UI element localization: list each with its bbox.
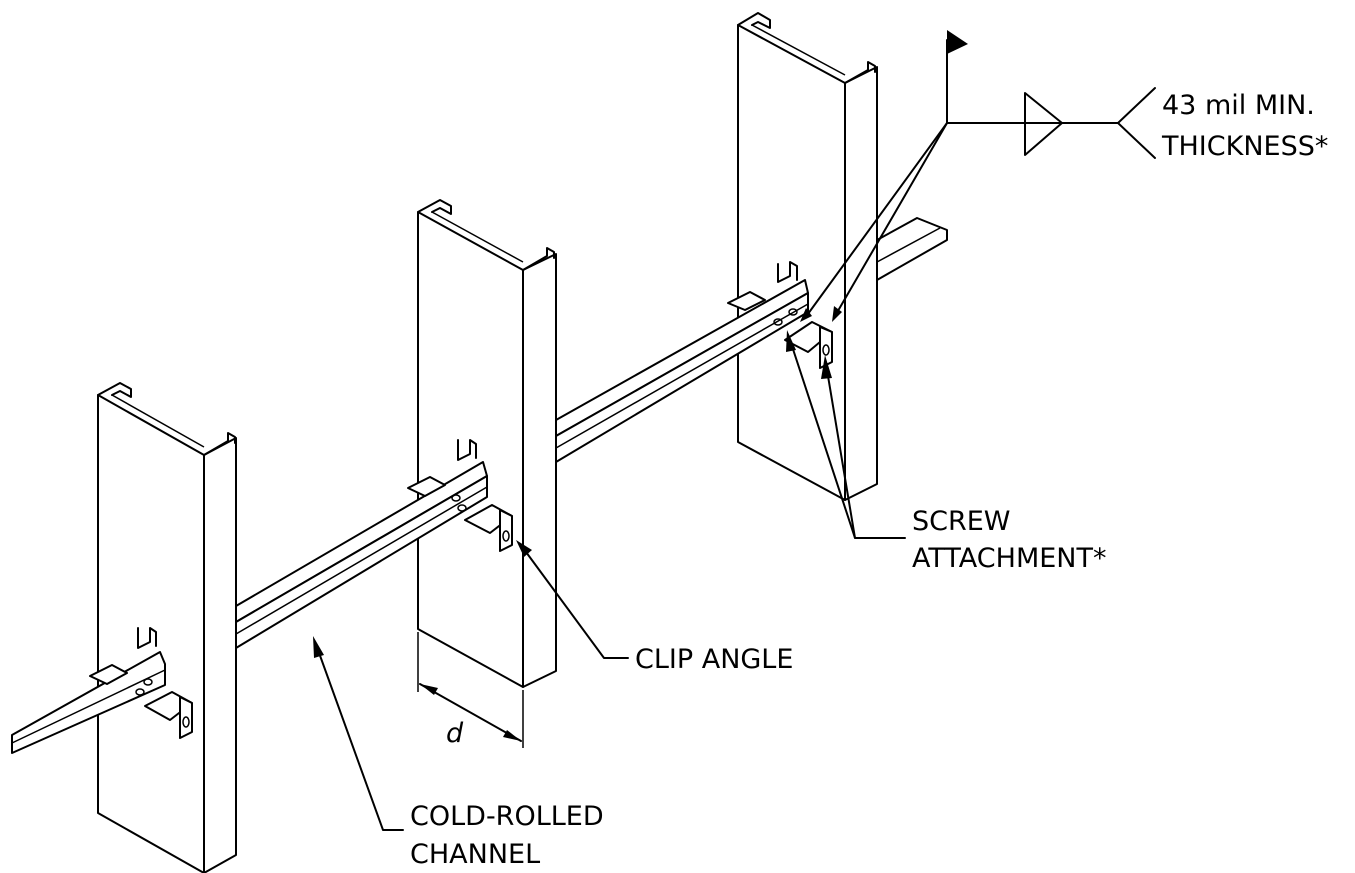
- clip-angle-right: [727, 261, 833, 369]
- weld-symbol: [800, 30, 1156, 322]
- clip-angle-label: CLIP ANGLE: [635, 644, 793, 675]
- screw-attachment-leader: [786, 330, 906, 539]
- stud-middle: [417, 199, 557, 688]
- cold-rolled-channel: [11, 217, 948, 754]
- screw-label-line1: SCREW: [912, 506, 1011, 537]
- clip-angle-leader: [516, 540, 629, 659]
- stud-left: [97, 382, 237, 873]
- dimension-d: [417, 632, 524, 748]
- channel-label-line2: CHANNEL: [410, 839, 540, 870]
- weld-note-line1: 43 mil MIN.: [1162, 90, 1315, 121]
- dimension-d-label: d: [446, 718, 464, 749]
- clip-angle-left: [89, 627, 193, 739]
- stud-right: [737, 12, 878, 501]
- channel-label-line1: COLD-ROLLED: [410, 801, 604, 832]
- weld-note-line2: THICKNESS*: [1161, 131, 1328, 162]
- channel-leader: [313, 636, 404, 831]
- clip-angle-middle: [407, 439, 513, 552]
- screw-label-line2: ATTACHMENT*: [912, 543, 1106, 574]
